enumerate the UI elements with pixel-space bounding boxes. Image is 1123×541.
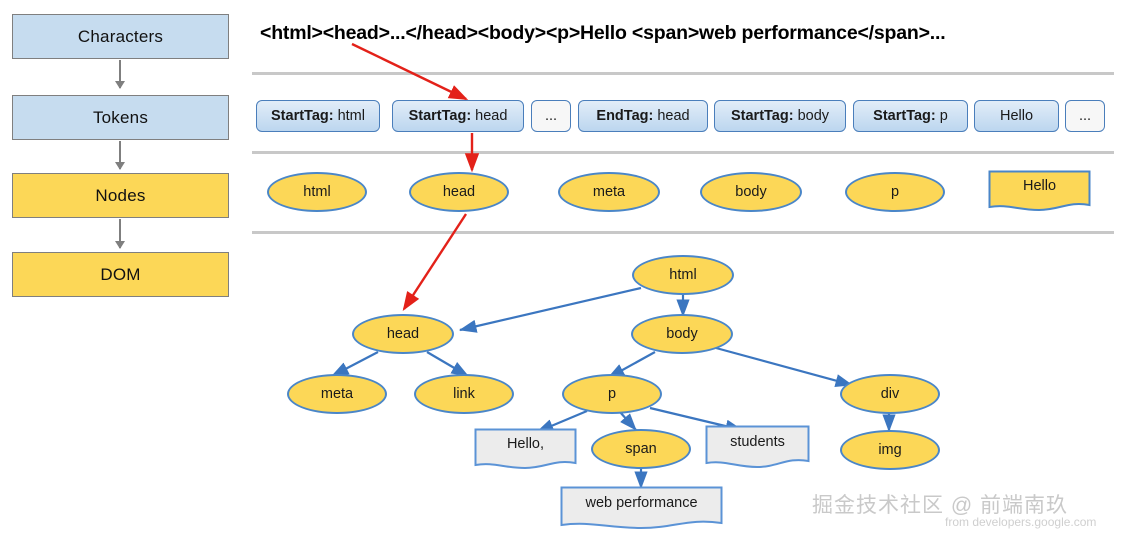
pipeline-stage-dom: DOM [12, 252, 229, 297]
tree-node-label: p [607, 386, 617, 402]
tree-text-node-label: Hello, [506, 436, 545, 453]
pipeline-stage-label: Tokens [92, 107, 149, 127]
token-chip-ellipsis-1: ... [531, 100, 571, 132]
node-label: head [442, 184, 476, 200]
node-row-text-hello: Hello [988, 170, 1091, 212]
token-value: body [797, 108, 830, 124]
token-chip-starttag-p: StartTag:p [853, 100, 968, 132]
tree-node-label: img [878, 442, 902, 458]
tree-node-label: html [669, 267, 697, 283]
token-prefix: StartTag: [271, 108, 334, 124]
token-prefix: StartTag: [730, 108, 794, 124]
tree-node-label: body [666, 326, 698, 342]
node-row-meta: meta [558, 172, 660, 212]
pipeline-stage-characters: Characters [12, 14, 229, 59]
pipeline-stage-tokens: Tokens [12, 95, 229, 140]
watermark-source-text: from developers.google.com [945, 515, 1097, 529]
token-value: head [475, 108, 508, 124]
separator-line-3 [252, 231, 1114, 234]
tree-node-html: html [632, 255, 734, 295]
tree-node-body: body [631, 314, 733, 354]
tree-text-node-label: web performance [585, 495, 698, 512]
token-chip-endtag-head: EndTag:head [578, 100, 708, 132]
pipeline-arrow-3 [115, 219, 125, 249]
separator-line-2 [252, 151, 1114, 154]
tree-node-p: p [562, 374, 662, 414]
tree-node-label: head [386, 326, 420, 342]
tree-node-label: div [880, 386, 900, 402]
tree-node-label: link [453, 386, 475, 402]
source-markup-text: <html><head>...</head><body><p>Hello <sp… [260, 22, 946, 44]
token-value: ... [544, 108, 558, 124]
node-row-body: body [700, 172, 802, 212]
pipeline-arrow-2 [115, 141, 125, 170]
token-chip-text-hello: Hello [974, 100, 1059, 132]
node-label: body [735, 184, 767, 200]
tree-node-label: span [625, 441, 657, 457]
token-chip-ellipsis-2: ... [1065, 100, 1105, 132]
token-value: head [657, 108, 690, 124]
token-prefix: EndTag: [596, 108, 654, 124]
token-prefix: StartTag: [408, 108, 472, 124]
token-chip-starttag-body: StartTag:body [714, 100, 846, 132]
token-value: p [939, 108, 948, 124]
tree-node-label: meta [320, 386, 354, 402]
tree-node-div: div [840, 374, 940, 414]
node-label: Hello [1022, 178, 1057, 195]
node-label: p [890, 184, 900, 200]
separator-line-1 [252, 72, 1114, 75]
tree-node-head: head [352, 314, 454, 354]
node-row-p: p [845, 172, 945, 212]
tree-node-span: span [591, 429, 691, 469]
token-value: html [337, 108, 365, 124]
tree-node-link: link [414, 374, 514, 414]
token-value: Hello [999, 108, 1034, 124]
tree-text-node-hello: Hello, [474, 428, 577, 470]
watermark-text: 掘金技术社区 @ 前端南玖 [812, 494, 1068, 517]
node-label: meta [592, 184, 626, 200]
token-prefix: StartTag: [873, 108, 936, 124]
tree-text-node-label: students [730, 434, 785, 451]
pipeline-stage-nodes: Nodes [12, 173, 229, 218]
node-row-html: html [267, 172, 367, 212]
node-row-head: head [409, 172, 509, 212]
pipeline-stage-label: Characters [77, 26, 164, 46]
pipeline-stage-label: DOM [100, 264, 141, 284]
pipeline-stage-label: Nodes [95, 185, 146, 205]
tree-text-node-web-performance: web performance [560, 486, 723, 530]
tree-node-meta: meta [287, 374, 387, 414]
token-value: ... [1078, 108, 1092, 124]
pipeline-arrow-1 [115, 60, 125, 89]
tree-text-node-students: students [705, 425, 810, 469]
token-chip-starttag-html: StartTag:html [256, 100, 380, 132]
tree-node-img: img [840, 430, 940, 470]
node-label: html [303, 184, 331, 200]
token-chip-starttag-head: StartTag:head [392, 100, 524, 132]
